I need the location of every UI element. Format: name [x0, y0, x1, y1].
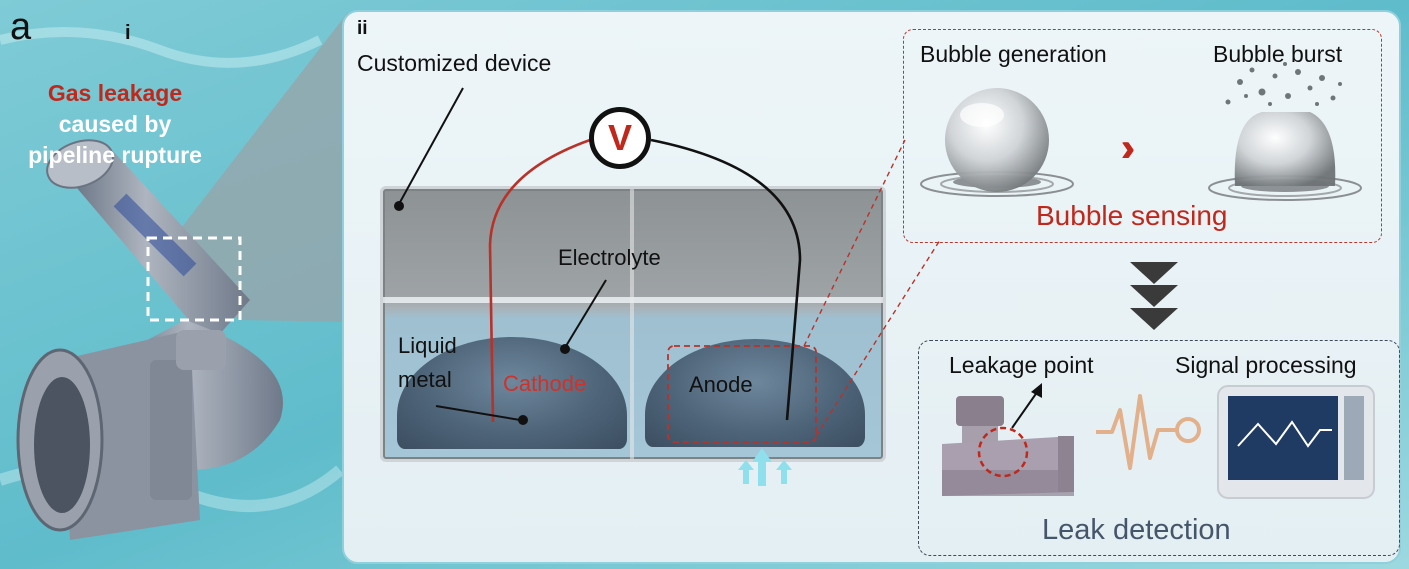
metal-label: metal	[398, 367, 452, 392]
down-chevron-2	[1130, 285, 1178, 307]
leak-detection-box	[918, 340, 1400, 556]
cathode-wire	[488, 138, 591, 423]
gas-leak-line3: pipeline rupture	[28, 142, 202, 168]
down-chevron-1	[1130, 262, 1178, 284]
voltmeter-symbol: V	[607, 117, 632, 158]
zoom-wedge	[178, 12, 348, 322]
bubble-burst-icon	[1208, 62, 1362, 201]
panel-label-a: a	[10, 6, 32, 48]
liquid-label: Liquid	[398, 333, 457, 358]
anode-label: Anode	[689, 372, 753, 397]
down-chevron-3	[1130, 308, 1178, 330]
gas-leak-caption: Gas leakage caused by pipeline rupture	[0, 78, 230, 171]
bubble-generation-label: Bubble generation	[920, 41, 1107, 67]
gas-inflow-arrows	[738, 448, 792, 486]
monitor-icon	[1217, 385, 1375, 499]
gas-leak-line2: caused by	[58, 111, 172, 137]
leak-detection-label: Leak detection	[1042, 514, 1231, 546]
leak-highlight-box	[146, 236, 242, 322]
bubble-burst-label: Bubble burst	[1213, 41, 1343, 67]
bubble-sensing-label: Bubble sensing	[1036, 200, 1228, 231]
bubble-intact-icon	[920, 88, 1074, 197]
electrolyte-tank	[380, 186, 886, 462]
pipe-fitting-icon	[942, 383, 1074, 496]
panel-label-i: i	[125, 22, 131, 44]
leakage-point-label: Leakage point	[949, 352, 1094, 378]
bubble-sensing-box	[903, 29, 1382, 243]
electrolyte-label: Electrolyte	[558, 245, 661, 270]
gas-leak-line1: Gas leakage	[47, 80, 183, 106]
voltmeter: V	[589, 107, 651, 169]
signal-processing-label: Signal processing	[1175, 352, 1357, 378]
customized-device-label: Customized device	[357, 50, 552, 76]
anode-wire	[650, 138, 802, 421]
cathode-label: Cathode	[503, 371, 587, 396]
sensor-signal-icon	[1096, 394, 1201, 470]
tank-divider	[630, 189, 634, 459]
panel-label-ii: ii	[357, 18, 368, 39]
pipe-illustration	[16, 139, 283, 540]
anode-zoom-box	[667, 345, 817, 443]
